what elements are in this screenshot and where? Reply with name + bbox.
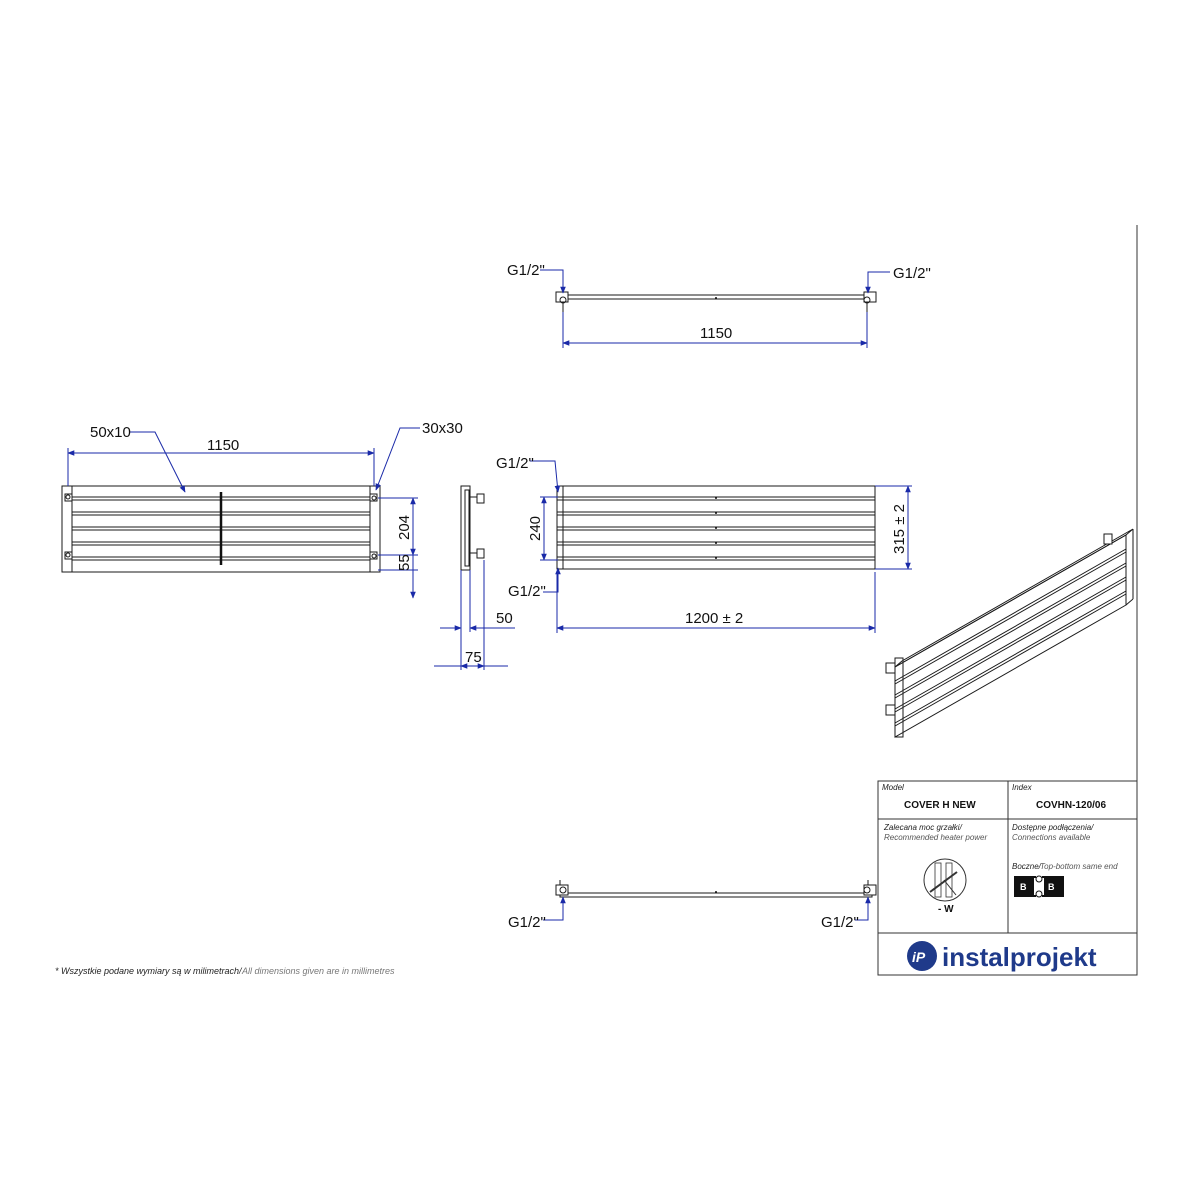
rear-view-spacing-label: 240	[527, 516, 544, 541]
bottom-view-left-bracket	[555, 884, 569, 896]
bottom-view-right-connector	[863, 886, 871, 894]
rear-view-top-connector-label: G1/2"	[496, 455, 534, 472]
rear-view-height-label: 315 ± 2	[891, 504, 908, 554]
index-caption: Index	[1012, 783, 1033, 792]
index-value: COVHN-120/06	[1036, 800, 1106, 811]
brand-logo: iP instalprojekt	[907, 941, 1097, 972]
front-view-pitch-label: 204	[396, 515, 413, 540]
connection-type-b-icon: B B	[1014, 875, 1064, 898]
svg-text:iP: iP	[912, 949, 926, 965]
connection-badge-left: B	[1020, 882, 1027, 892]
top-view-left-connector-label: G1/2"	[507, 262, 545, 279]
front-view-offset-label: 55	[396, 554, 413, 571]
front-view-mount-leader	[375, 427, 420, 491]
footnote: * Wszystkie podane wymiary są w milimetr…	[55, 966, 395, 976]
bottom-view-right-leader	[855, 896, 871, 921]
top-view: G1/2" G1/2" 1150	[507, 262, 931, 348]
top-view-right-leader	[865, 271, 890, 294]
brand-logo-mark	[907, 941, 937, 971]
connection-badge-right: B	[1048, 882, 1055, 892]
heater-icon	[923, 858, 967, 902]
side-view: 50 75	[434, 485, 515, 670]
side-view-outer-depth-label: 75	[465, 649, 482, 666]
rear-view-top-connector-leader	[530, 460, 561, 493]
front-view-flatbar-leader	[130, 431, 186, 493]
rear-view-length-label: 1200 ± 2	[685, 610, 743, 627]
heater-power-caption-pl: Zalecana moc grzałki/	[883, 823, 963, 832]
heater-power-caption-en: Recommended heater power	[884, 833, 988, 842]
rear-view-bottom-connector-label: G1/2"	[508, 583, 546, 600]
side-view-profile	[460, 485, 471, 571]
front-view-mount-label: 30x30	[422, 420, 463, 437]
isometric-view	[885, 528, 1134, 738]
bottom-view-left-leader	[543, 896, 566, 921]
bottom-view-left-connector-label: G1/2"	[508, 914, 546, 931]
front-view: 1150 50x10 30x30 204 55	[61, 420, 463, 599]
footnote-pl: * Wszystkie podane wymiary są w milimetr…	[55, 966, 243, 976]
bottom-view: G1/2" G1/2"	[508, 880, 877, 931]
rear-view-bottom-connector-leader	[543, 567, 561, 593]
top-view-width-label: 1150	[700, 325, 732, 342]
front-view-flatbar-label: 50x10	[90, 424, 131, 441]
brand-logo-text: instalprojekt	[942, 942, 1097, 972]
heater-power-value: - W	[938, 904, 954, 915]
connection-type-pl: Boczne/	[1012, 862, 1042, 871]
connections-caption-pl: Dostępne podłączenia/	[1012, 823, 1094, 832]
model-caption: Model	[882, 783, 904, 792]
bottom-view-radiator-body	[559, 892, 873, 898]
title-block: Model COVER H NEW Index COVHN-120/06 Zal…	[877, 780, 1138, 976]
top-view-right-connector-label: G1/2"	[893, 265, 931, 282]
side-view-inner-depth-label: 50	[496, 610, 513, 627]
model-value: COVER H NEW	[904, 800, 976, 811]
bottom-view-right-connector-label: G1/2"	[821, 914, 859, 931]
rear-view: G1/2" G1/2" 240 315 ± 2 1200 ± 2	[496, 455, 912, 633]
footnote-en: All dimensions given are in millimetres	[241, 966, 395, 976]
connection-type-en: Top-bottom same end	[1040, 862, 1118, 871]
bottom-view-left-connector	[559, 886, 567, 894]
top-view-left-leader	[540, 269, 566, 294]
connections-caption-en: Connections available	[1012, 833, 1091, 842]
front-view-width-label: 1150	[207, 437, 239, 454]
